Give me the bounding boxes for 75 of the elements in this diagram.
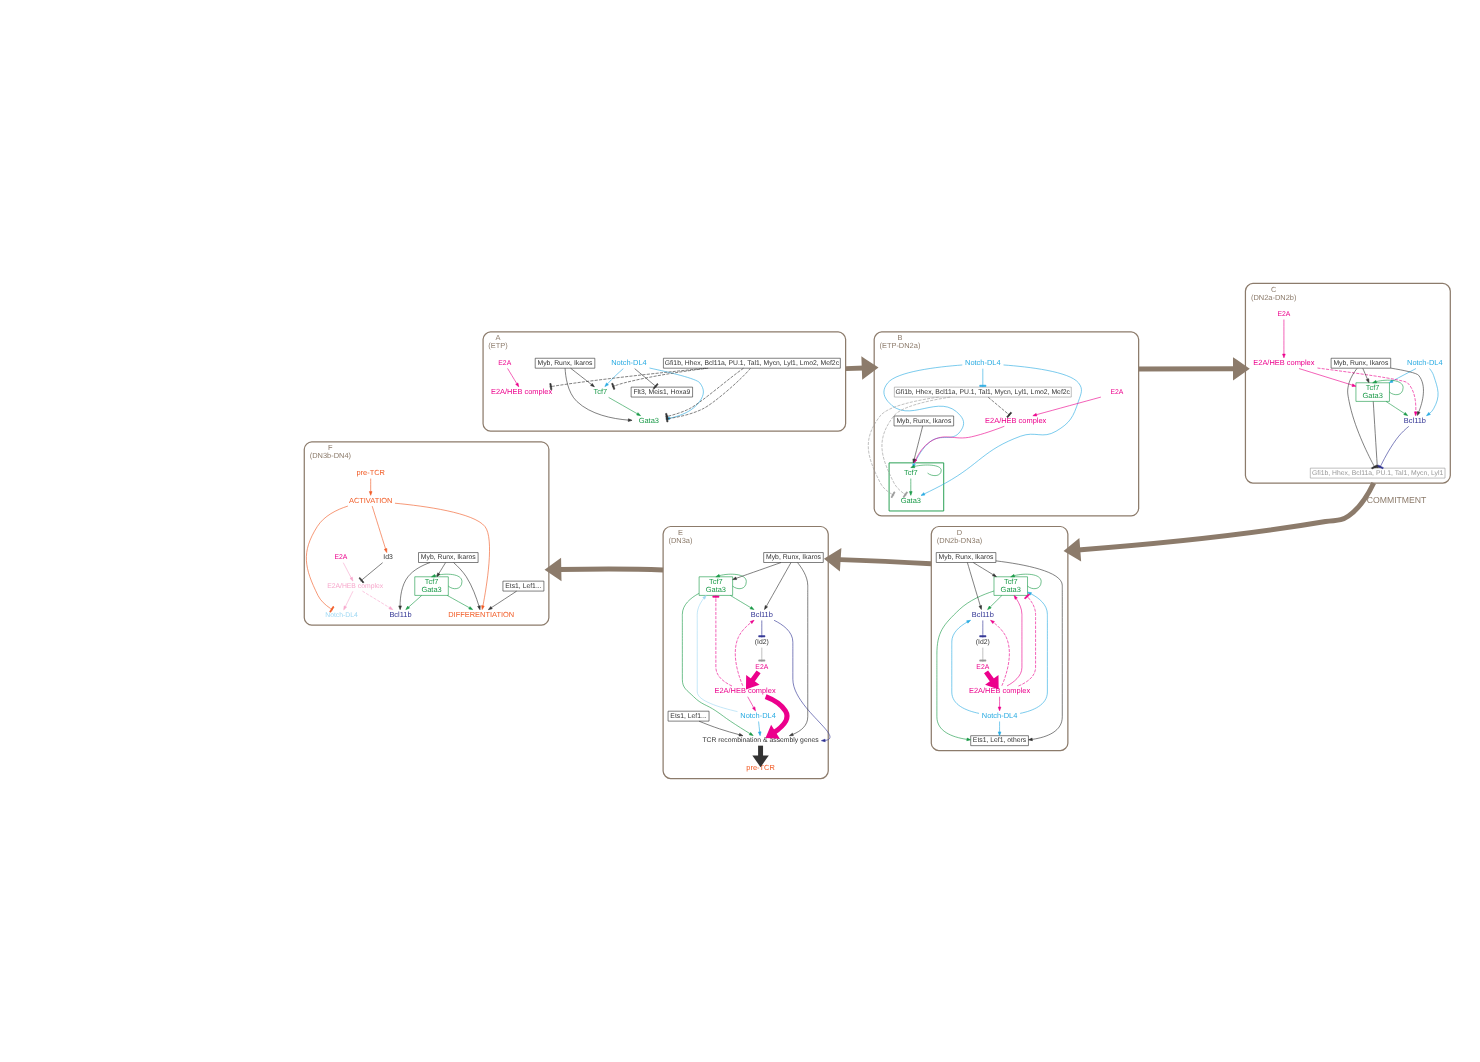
arrow: [789, 562, 809, 736]
arrow: [1390, 367, 1424, 416]
arrow: [1282, 319, 1286, 359]
arrow: [682, 593, 754, 736]
arrow: [608, 397, 641, 416]
arrow: [732, 562, 782, 580]
arrow: [394, 502, 490, 610]
arrow: [1362, 368, 1370, 383]
arrow: [997, 721, 1002, 736]
arrow: [405, 595, 423, 610]
arrow: [1426, 368, 1439, 416]
arrow: [909, 478, 913, 496]
connector: [549, 367, 707, 391]
connector: [1018, 593, 1036, 687]
arrow: [1298, 368, 1357, 387]
arrow: [823, 548, 932, 572]
arrow: [343, 590, 354, 611]
arrow: [1032, 396, 1102, 417]
connector: [306, 505, 349, 613]
arrow: [1388, 368, 1417, 384]
arrow: [987, 595, 1003, 610]
connector: [979, 647, 987, 663]
connector: [868, 396, 939, 499]
connector: [881, 396, 951, 498]
arrow: [1063, 481, 1376, 562]
arrow: [1138, 357, 1250, 381]
arrow: [507, 368, 520, 388]
connector: [979, 620, 987, 638]
arrow: [995, 560, 1063, 741]
arrow: [735, 620, 755, 687]
arrow: [1372, 379, 1404, 395]
arrow: [972, 562, 997, 577]
connector: [979, 368, 987, 388]
arrow: [371, 505, 388, 553]
arrow: [488, 590, 517, 610]
arrow: [446, 595, 473, 610]
arrow: [1010, 573, 1042, 589]
arrow: [747, 696, 756, 712]
connector: [987, 396, 1012, 418]
arrow: [1019, 591, 1048, 714]
arrow: [951, 620, 980, 714]
arrow: [436, 562, 446, 578]
connector: [358, 562, 383, 584]
arrow: [362, 590, 394, 610]
arrow: [764, 694, 790, 739]
arrow: [967, 562, 982, 610]
arrow: [342, 562, 354, 582]
arrow: [730, 595, 755, 610]
arrow: [604, 368, 624, 387]
arrow: [758, 721, 762, 736]
arrow: [1385, 401, 1408, 416]
arrow: [764, 562, 792, 610]
arrow: [398, 562, 431, 610]
arrow: [564, 367, 633, 422]
arrow: [990, 620, 1010, 687]
arrow: [1317, 367, 1418, 416]
arrow: [369, 478, 373, 496]
connector: [611, 367, 709, 390]
connector: [758, 647, 766, 663]
arrow: [698, 720, 744, 737]
connector: [712, 595, 733, 687]
arrow: [920, 364, 1082, 496]
arrow: [649, 367, 704, 420]
arrow: [431, 573, 463, 589]
arrow: [544, 557, 664, 582]
arrow: [696, 595, 738, 712]
arrow: [997, 696, 1002, 712]
arrow: [570, 367, 595, 388]
connector: [634, 368, 659, 390]
arrow: [453, 562, 481, 610]
connector: [758, 620, 766, 638]
arrow: [1006, 595, 1023, 687]
arrow: [715, 573, 747, 589]
arrow: [845, 356, 879, 380]
arrow: [773, 620, 831, 743]
